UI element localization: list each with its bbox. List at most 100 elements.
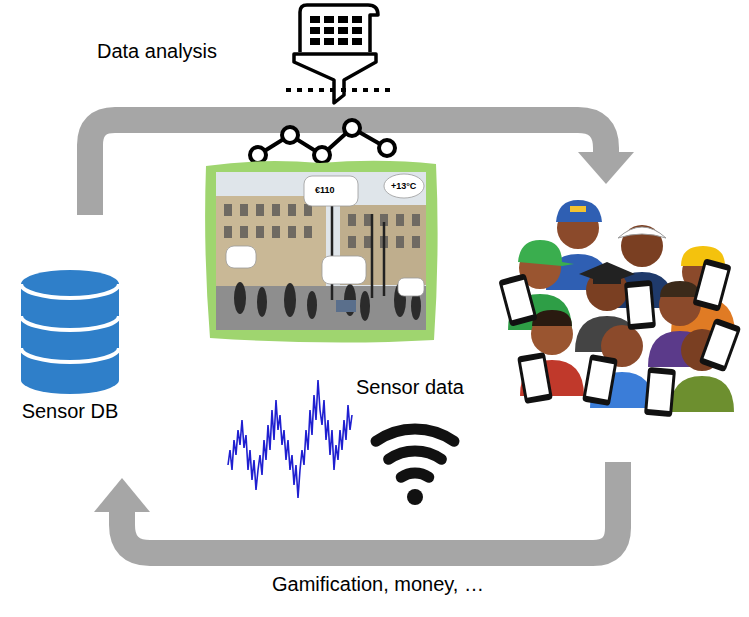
phone-icon — [647, 373, 672, 411]
street-photo — [360, 291, 370, 321]
analysis-icon — [324, 16, 334, 23]
street-photo — [304, 176, 358, 206]
street-photo — [307, 291, 317, 319]
phone-icon — [624, 280, 656, 330]
street-photo — [234, 282, 246, 314]
phone-icon — [624, 280, 656, 330]
database-cylinder — [21, 348, 119, 362]
street-photo — [224, 204, 232, 216]
sensor-signal — [228, 380, 352, 498]
wifi-icon — [376, 429, 454, 441]
street-photo — [288, 226, 296, 238]
phone-icon — [498, 273, 537, 327]
street-photo — [256, 204, 264, 216]
street-photo — [348, 236, 356, 248]
analysis-icon — [300, 5, 378, 52]
diagram-label: Gamification, money, … — [272, 573, 484, 596]
analysis-icon — [294, 54, 376, 103]
crowd-figure — [508, 200, 735, 412]
street-photo — [331, 200, 334, 300]
photo-callout-text: €110 — [313, 184, 337, 196]
crowd-figure — [618, 227, 666, 238]
phone-icon — [586, 360, 614, 399]
cycle-arrow — [90, 120, 634, 553]
street-photo — [412, 214, 420, 226]
analysis-icon — [324, 38, 334, 45]
street-photo — [383, 222, 386, 296]
street-photo — [257, 287, 267, 317]
street-photo — [240, 226, 248, 238]
street-photo — [205, 161, 438, 343]
analysis-icon — [314, 147, 330, 163]
street-photo — [284, 283, 296, 317]
database-cylinder — [21, 284, 119, 380]
phone-icon — [627, 286, 652, 324]
phone-icon — [644, 367, 676, 417]
cycle-arrow — [578, 152, 634, 184]
diagram-label: Sensor data — [356, 376, 464, 399]
phone-icon — [697, 265, 728, 305]
analysis-icon — [250, 5, 395, 163]
analysis-icon — [310, 38, 320, 45]
analysis-icon — [338, 27, 348, 34]
phone-icon — [498, 273, 537, 327]
street-photo — [216, 286, 426, 330]
crowd-figure — [532, 310, 572, 326]
analysis-icon — [352, 38, 362, 45]
phone-icon — [699, 318, 742, 373]
node-label: Sensor DB — [15, 400, 125, 423]
analysis-icon — [324, 27, 334, 34]
analysis-icon — [352, 16, 362, 23]
street-photo — [304, 226, 312, 238]
street-photo — [272, 204, 280, 216]
analysis-icon — [379, 140, 395, 156]
phone-icon — [699, 318, 742, 373]
phone-icon — [692, 258, 731, 312]
street-photo — [384, 174, 424, 198]
wifi-icon — [389, 451, 442, 459]
cycle-arrow — [94, 478, 150, 512]
street-photo — [288, 204, 296, 216]
phone-icon — [517, 352, 553, 404]
street-photo — [396, 214, 404, 226]
phone-icon — [521, 358, 549, 397]
street-photo — [240, 204, 248, 216]
analysis-icon — [250, 147, 266, 163]
analysis-icon — [352, 27, 362, 34]
crowd-figure — [570, 206, 586, 212]
street-photo — [226, 246, 256, 268]
crowd-figure — [518, 240, 574, 266]
phone-icon — [517, 352, 553, 404]
analysis-icon — [282, 127, 298, 143]
street-photo — [272, 226, 280, 238]
street-photo — [396, 236, 404, 248]
cycle-arrow — [122, 462, 618, 553]
crowd-figure — [670, 376, 734, 412]
crowd-figure — [556, 200, 602, 222]
phone-icon — [704, 324, 737, 365]
analysis-icon — [338, 16, 348, 23]
analysis-icon — [338, 38, 348, 45]
crowd-figure — [579, 262, 635, 284]
analysis-icon — [310, 16, 320, 23]
crowd-figure — [593, 276, 621, 284]
phone-icon — [582, 354, 618, 406]
sensor-signal — [228, 380, 352, 498]
street-photo — [226, 174, 424, 296]
street-photo — [224, 204, 420, 248]
street-photo — [412, 236, 420, 248]
street-photo — [336, 300, 356, 312]
database-cylinder — [21, 270, 119, 298]
street-photo — [398, 278, 424, 296]
street-photo — [322, 256, 366, 284]
street-photo — [216, 196, 326, 286]
street-photo — [205, 161, 438, 343]
street-photo — [224, 226, 232, 238]
diagram-label: Data analysis — [97, 40, 217, 63]
phone-icon — [498, 258, 741, 417]
analysis-icon — [310, 27, 320, 34]
street-photo — [256, 226, 264, 238]
wifi-icon — [407, 489, 423, 505]
street-photo — [332, 200, 384, 300]
